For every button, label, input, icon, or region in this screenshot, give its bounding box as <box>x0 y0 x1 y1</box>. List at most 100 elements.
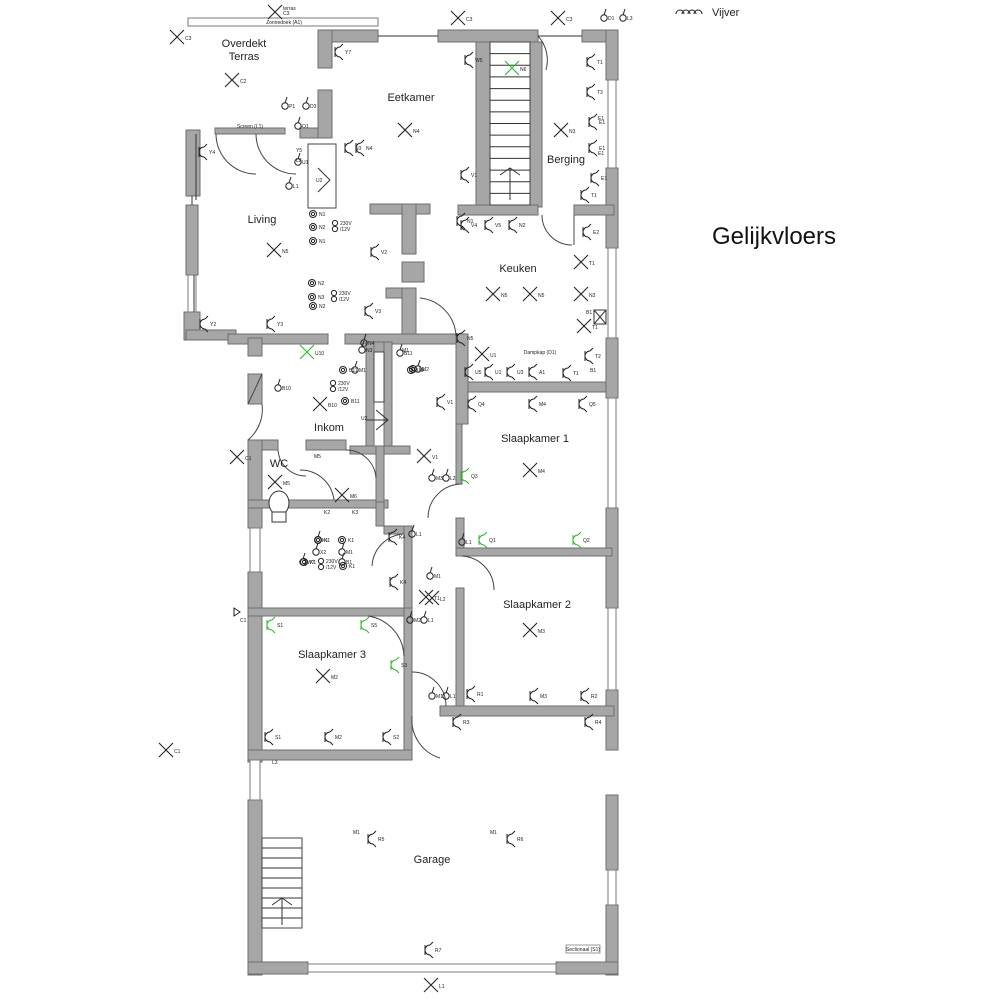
outlet-tag: N4 <box>368 341 375 347</box>
room-label-garage: Garage <box>414 854 451 866</box>
switch-n4: N4 <box>355 139 373 157</box>
switch-tag: Y2 <box>210 322 216 328</box>
switch-m3: M3 <box>529 687 547 705</box>
outlet-l1: L1 <box>408 524 422 538</box>
outlet-tag: B1 <box>346 560 352 566</box>
room-label-inkom: Inkom <box>314 422 344 434</box>
wall-segment <box>455 547 613 557</box>
misc-tag: M5 <box>314 454 321 460</box>
switch-q4: Q4 <box>467 395 485 413</box>
switch-tag: U5 <box>475 370 482 376</box>
switch-tag: N1 <box>467 219 474 225</box>
light-point-tag: N6 <box>520 67 527 73</box>
wall-segment <box>369 203 431 215</box>
light-point-c3: C3 <box>169 29 192 45</box>
wall-segment <box>401 261 425 283</box>
outlet-b11: B11 <box>396 343 413 357</box>
wall-segment <box>247 799 263 976</box>
switch-tag: R7 <box>435 948 442 954</box>
label-extractor: Dampkap (D1) <box>524 350 557 356</box>
light-point-u1: U1 <box>474 346 497 362</box>
room-label-slaap1: Slaapkamer 1 <box>501 433 569 445</box>
switch-tag: Q1 <box>489 538 496 544</box>
spot-k1: K1 <box>314 536 330 544</box>
spot-tag: N2 <box>318 281 325 287</box>
label-screen: Screen (L1) <box>237 124 263 130</box>
staircase-inkom <box>366 351 389 431</box>
light-point-tag: L2 <box>440 597 446 603</box>
switch-tag: S3 <box>401 663 407 669</box>
outlet-tag: L1 <box>450 694 456 700</box>
light-point-m2: M2 <box>315 668 338 684</box>
outlet-l2: L2 <box>442 468 456 482</box>
outlet-tag: M1 <box>346 550 353 556</box>
light-point-n6: N6 <box>504 60 527 76</box>
outlet-d1: D1 <box>600 8 615 22</box>
spot-tag: L1 <box>419 367 425 373</box>
light-point-n3: N3 <box>573 286 596 302</box>
room-label-line: Slaapkamer 2 <box>503 599 571 611</box>
switch-tag: Y3 <box>277 322 283 328</box>
wall-segment <box>247 749 413 761</box>
light-point-tag: N4 <box>413 129 420 135</box>
switch-tag: S2 <box>393 735 399 741</box>
transformer: 230V/12V <box>330 289 351 303</box>
switch-tag: T3 <box>597 90 603 96</box>
spot-tag: B11 <box>351 399 360 405</box>
wall-segment <box>455 333 469 425</box>
wall-segment <box>247 961 309 975</box>
wall-segment <box>437 29 539 43</box>
switch-tag: U1 <box>495 370 502 376</box>
wall-segment <box>403 607 413 759</box>
spot-n1: N1 <box>309 210 326 218</box>
window <box>607 869 617 906</box>
outlet-b10: B10 <box>274 378 291 392</box>
outlet-tag: B10 <box>282 386 291 392</box>
wall-segment <box>605 29 619 81</box>
wall-segment <box>605 794 619 871</box>
wall-segment <box>529 41 543 208</box>
switch-e1: E1 <box>590 169 607 187</box>
switch-u5: U5 <box>464 363 482 381</box>
transformer-tag: /12V <box>340 227 351 233</box>
outlet-o1: O1 <box>294 116 309 130</box>
spot-n3: N3 <box>308 293 325 301</box>
wall-segment <box>605 689 619 751</box>
spot-tag: N1 <box>319 239 326 245</box>
switch-y7: Y7 <box>334 43 351 61</box>
outlet-tag: L2 <box>450 476 456 482</box>
switch-s5: S5 <box>360 616 377 634</box>
switch-tag: R3 <box>463 720 470 726</box>
switch-r6: R6 <box>506 830 524 848</box>
wall-segment <box>457 204 539 216</box>
misc-tag: M1 <box>353 830 360 836</box>
transformer: 230V/12V <box>329 379 350 393</box>
light-point-tag: U1 <box>490 353 497 359</box>
spot-n1: N1 <box>309 237 326 245</box>
label-sunshade: Zonnedoek (A1) <box>266 20 302 26</box>
transformer: 230V/12V <box>317 557 338 571</box>
switch-tag: V2 <box>381 250 387 256</box>
misc-tag: Y5 <box>296 148 302 154</box>
window <box>607 79 617 169</box>
room-label-line: Terras <box>229 51 260 63</box>
wall-segment <box>214 127 286 135</box>
spot-k1: K1 <box>300 558 316 566</box>
outlet-tag: M3 <box>436 476 443 482</box>
room-label-line: Inkom <box>314 422 344 434</box>
spot-n2: N2 <box>308 279 325 287</box>
switch-q2: Q2 <box>572 531 590 549</box>
switch-tag: R1 <box>477 692 484 698</box>
light-point-tag: M4 <box>538 469 545 475</box>
outlet-n4: N4 <box>360 333 375 347</box>
doors <box>215 35 575 759</box>
misc-tag: L2 <box>296 158 302 164</box>
room-label-keuken: Keuken <box>499 263 536 275</box>
light-point-tag: C1 <box>174 749 181 755</box>
wall-segment <box>455 381 607 393</box>
switch-tag: E1 <box>599 120 605 126</box>
label-garage-door: Sectionaal (S1) <box>566 947 601 953</box>
switch-n1: N1 <box>456 212 474 230</box>
